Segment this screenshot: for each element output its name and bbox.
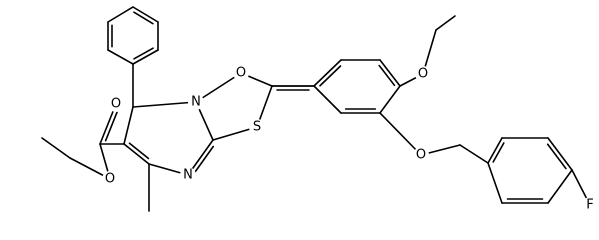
atom-carbonyl-oxygen: O: [233, 65, 249, 81]
bond-p3-p4: [132, 49, 159, 65]
bond-f1-f2: [487, 137, 503, 164]
atom-label-ester-carbonyl-oxygen: O: [111, 97, 121, 112]
bond-c5-n4: [132, 101, 197, 108]
bond-p4-p5: [107, 49, 134, 65]
bond-layer: [41, 6, 591, 212]
bond-f4-f5: [547, 169, 573, 204]
atom-label-carbonyl-oxygen: O: [236, 66, 246, 81]
bond-b1-b2: [313, 59, 342, 87]
bond-c5-c6: [123, 106, 134, 145]
bond-b5-oBn: [379, 112, 422, 156]
bond-p1-p2-second-line: [133, 11, 154, 25]
atom-label-ester-oxygen: O: [105, 172, 115, 187]
atom-label-fluorine: F: [586, 198, 593, 213]
atom-fluorine: F: [582, 197, 598, 213]
atom-ester-oxygen: O: [102, 171, 118, 187]
bond-f1-f2-second-line: [492, 142, 505, 163]
bond-eth1-eth2: [41, 137, 71, 159]
bond-p6-p1: [107, 6, 134, 23]
bond-b1-b2-second-line: [319, 65, 342, 87]
bond-n1-c8a-second-line: [193, 145, 215, 174]
bond-b3-b4: [379, 59, 401, 87]
bond-c3-n4: [195, 72, 242, 103]
atom-label-layer: O N S N O O O O: [102, 65, 598, 213]
bond-p3-p4-second-line: [133, 47, 154, 60]
bond-b3-b4-second-line: [378, 64, 396, 87]
bond-b6-b1: [313, 85, 342, 114]
atom-ethoxy-oxygen: O: [415, 66, 431, 82]
bond-p1-p2: [132, 6, 159, 23]
atom-benzyloxy-oxygen: O: [413, 147, 429, 163]
molecule-structure: O N S N O O O O: [41, 6, 598, 213]
atom-ring-nitrogen: N: [188, 94, 204, 110]
bond-et1-et2: [435, 15, 456, 31]
atom-label-ring-nitrogen: N: [191, 95, 201, 110]
bond-esterC-oDbl-second-line: [104, 109, 119, 142]
bond-f6-f1: [487, 162, 503, 204]
bond-c6-c7-second-line: [128, 142, 150, 160]
atom-label-ring-sulfur: S: [253, 120, 261, 135]
atom-label-benzyloxy-oxygen: O: [416, 148, 426, 163]
atom-label-imine-nitrogen: N: [183, 168, 193, 183]
atom-label-ethoxy-oxygen: O: [418, 67, 428, 82]
atom-ring-sulfur: S: [249, 119, 265, 135]
atom-imine-nitrogen: N: [180, 167, 196, 183]
bond-f3-f4-second-line: [546, 143, 567, 170]
bond-c6-c7: [123, 143, 150, 165]
bond-b4-b5: [379, 85, 401, 114]
atom-ester-carbonyl-oxygen: O: [108, 96, 124, 112]
bond-ch2-f1: [459, 144, 489, 164]
bond-f3-f4: [547, 137, 573, 171]
